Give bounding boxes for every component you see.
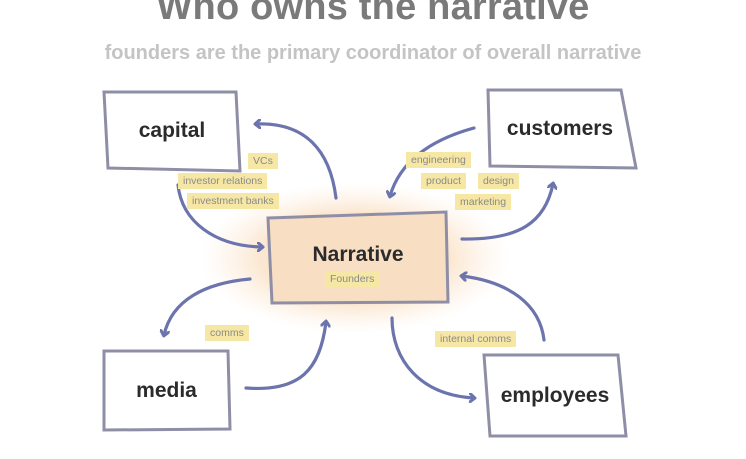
arrow-narrative-to-media <box>164 277 252 335</box>
customers-node: customers <box>506 116 614 140</box>
tag-comms: comms <box>205 325 249 341</box>
customers-box-shape <box>486 88 638 170</box>
arrow-narrative-to-customers <box>460 184 553 241</box>
arrow-employees-to-narrative <box>462 276 546 342</box>
diagram-subtitle: founders are the primary coordinator of … <box>104 42 642 64</box>
founders-tag: Founders <box>325 271 380 287</box>
media-box-shape <box>102 349 232 432</box>
tag-investor-relations: investor relations <box>178 173 268 189</box>
capital-box-shape <box>102 90 242 173</box>
arrow-narrative-to-employees <box>390 316 474 398</box>
tag-vcs: VCs <box>248 153 278 169</box>
narrative-label: Narrative <box>312 243 404 266</box>
tag-product: product <box>421 173 467 189</box>
employees-box-shape <box>482 353 628 438</box>
capital-node: capital <box>138 118 206 142</box>
diagram-title: Who owns the narrative <box>156 0 590 28</box>
narrative-box-shape <box>266 210 450 305</box>
tag-engineering: engineering <box>406 152 471 168</box>
tag-internal-comms: internal comms <box>435 331 517 347</box>
arrow-media-to-narrative <box>244 322 326 391</box>
arrow-narrative-to-capital <box>256 124 338 200</box>
employees-node: employees <box>500 383 610 407</box>
arrow-capital-to-narrative <box>176 183 262 247</box>
tag-marketing: marketing <box>455 194 512 210</box>
tag-design: design <box>478 173 519 189</box>
tag-investment-banks: investment banks <box>187 193 279 209</box>
media-node: media <box>136 378 197 402</box>
